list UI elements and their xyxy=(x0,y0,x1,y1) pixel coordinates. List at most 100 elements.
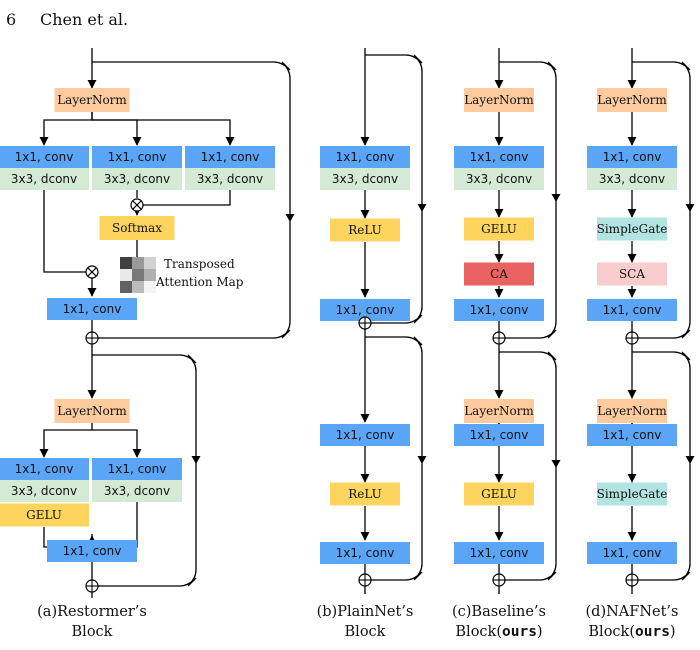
nafnet-simplegate-2-label: SimpleGate xyxy=(597,487,668,501)
caption-restormer-2: Block xyxy=(72,624,113,640)
nafnet-1-conv1x1-label: 1x1, conv xyxy=(603,150,662,164)
baseline-1-conv1x1-label: 1x1, conv xyxy=(470,150,529,164)
restormer-ffn-proj-conv xyxy=(47,540,137,562)
restormer-ffn-a-conv1x1 xyxy=(0,458,89,480)
nafnet-sca xyxy=(597,262,667,286)
nafnet-conv-3-label: 1x1, conv xyxy=(603,428,662,442)
nafnet-sca-label: SCA xyxy=(619,267,645,281)
nafnet-simplegate-1-label: SimpleGate xyxy=(597,222,668,236)
restormer-ffn-skip xyxy=(92,354,197,587)
baseline-conv-2-label: 1x1, conv xyxy=(470,303,529,317)
restormer-softmax xyxy=(99,216,175,240)
caption-nafnet-2: Block(ours) xyxy=(588,624,675,640)
page-number: 6 xyxy=(6,10,17,29)
restormer-attn-skip xyxy=(92,61,291,339)
plainnet-1-conv1x1-label: 1x1, conv xyxy=(336,150,395,164)
flow-arrow xyxy=(92,429,142,458)
caption-baseline-2: Block(ours) xyxy=(455,624,542,640)
baseline-gelu-1 xyxy=(464,217,534,241)
baseline-layernorm-1 xyxy=(464,88,534,112)
restormer-add-2 xyxy=(85,579,99,593)
nafnet-conv-2-label: 1x1, conv xyxy=(603,303,662,317)
flow-arrow xyxy=(39,423,93,458)
nafnet-conv-4 xyxy=(587,542,677,564)
skip-arrowhead xyxy=(191,456,201,464)
skip-arrowhead xyxy=(551,194,561,202)
restormer-v-conv1x1 xyxy=(185,146,275,168)
skip-arrowhead xyxy=(685,456,695,464)
restormer-v-dconv3x3-label: 3x3, dconv xyxy=(197,172,263,186)
flow-arrow xyxy=(91,112,142,146)
nafnet-add-2 xyxy=(625,573,639,587)
baseline-gelu-1-label: GELU xyxy=(481,222,517,236)
attention-map-heatmap xyxy=(120,257,156,293)
attention-map-cell xyxy=(120,269,132,281)
nafnet-layernorm-1 xyxy=(597,88,667,112)
plainnet-conv-4-label: 1x1, conv xyxy=(336,546,395,560)
baseline-conv-3-label: 1x1, conv xyxy=(470,428,529,442)
restormer-gelu xyxy=(0,503,89,527)
nafnet-simplegate-2 xyxy=(597,482,667,506)
restormer-k-dconv3x3-label: 3x3, dconv xyxy=(104,172,170,186)
restormer-k-conv1x1 xyxy=(92,146,182,168)
nafnet-layernorm-2 xyxy=(597,399,667,423)
baseline-1-dconv3x3-label: 3x3, dconv xyxy=(466,172,532,186)
plainnet-conv-3-label: 1x1, conv xyxy=(336,428,395,442)
restormer-softmax-label: Softmax xyxy=(112,221,162,235)
plainnet-relu-1-label: ReLU xyxy=(348,223,382,237)
plainnet-1-dconv3x3-label: 3x3, dconv xyxy=(332,172,398,186)
restormer-v-conv1x1-label: 1x1, conv xyxy=(201,150,260,164)
caption-restormer-1: (a)Restormer’s xyxy=(37,604,147,620)
attention-map-cell xyxy=(144,281,156,293)
plainnet-add-2 xyxy=(358,573,372,587)
restormer-ffn-proj-conv-label: 1x1, conv xyxy=(63,544,122,558)
flow-arrow xyxy=(143,190,231,206)
caption-nafnet-1: (d)NAFNet’s xyxy=(586,604,679,620)
baseline-1-dconv3x3 xyxy=(454,168,544,190)
nafnet-layernorm-1-label: LayerNorm xyxy=(597,93,667,107)
plainnet-skip-1 xyxy=(365,54,423,324)
plainnet-conv-4 xyxy=(320,542,410,564)
nafnet-simplegate-1 xyxy=(597,217,667,241)
restormer-ffn-a-dconv3x3 xyxy=(0,480,89,502)
skip-arrowhead xyxy=(417,456,427,464)
caption-plainnet-1: (b)PlainNet’s xyxy=(317,604,414,620)
restormer-q-conv1x1 xyxy=(0,146,89,168)
restormer-q-dconv3x3-label: 3x3, dconv xyxy=(11,172,77,186)
restormer-q-conv1x1-label: 1x1, conv xyxy=(15,150,74,164)
plainnet-conv-2 xyxy=(320,299,410,321)
attention-map-cell xyxy=(120,281,132,293)
baseline-conv-2 xyxy=(454,299,544,321)
restormer-attn-multiply xyxy=(85,265,99,279)
running-head: Chen et al. xyxy=(40,10,129,29)
restormer-ffn-a-conv1x1-label: 1x1, conv xyxy=(15,462,74,476)
baseline-conv-4 xyxy=(454,542,544,564)
restormer-ffn-b-dconv3x3-label: 3x3, dconv xyxy=(104,484,170,498)
baseline-add-2 xyxy=(492,573,506,587)
restormer-q-dconv3x3 xyxy=(0,168,89,190)
attention-map-cell xyxy=(132,269,144,281)
baseline-layernorm-2-label: LayerNorm xyxy=(464,404,534,418)
caption-plainnet-2: Block xyxy=(345,624,386,640)
restormer-k-dconv3x3 xyxy=(92,168,182,190)
attention-map-cell xyxy=(144,257,156,269)
baseline-ca-label: CA xyxy=(490,267,508,281)
nafnet-conv-4-label: 1x1, conv xyxy=(603,546,662,560)
nafnet-add-1 xyxy=(625,331,639,345)
attention-map-cell xyxy=(144,269,156,281)
skip-arrowhead xyxy=(285,214,295,222)
attention-map-label-2: Attention Map xyxy=(155,275,244,289)
plainnet-1-conv1x1 xyxy=(320,146,410,168)
skip-arrowhead xyxy=(551,460,561,468)
restormer-ffn-b-conv1x1 xyxy=(92,458,182,480)
nafnet-1-conv1x1 xyxy=(587,146,677,168)
baseline-layernorm-1-label: LayerNorm xyxy=(464,93,534,107)
restormer-layernorm-2-label: LayerNorm xyxy=(57,404,127,418)
restormer-ffn-a-dconv3x3-label: 3x3, dconv xyxy=(11,484,77,498)
restormer-proj-conv xyxy=(47,298,137,320)
nafnet-conv-2 xyxy=(587,299,677,321)
nafnet-conv-3 xyxy=(587,424,677,446)
nafnet-skip-2 xyxy=(632,351,691,581)
nafnet-1-dconv3x3-label: 3x3, dconv xyxy=(599,172,665,186)
